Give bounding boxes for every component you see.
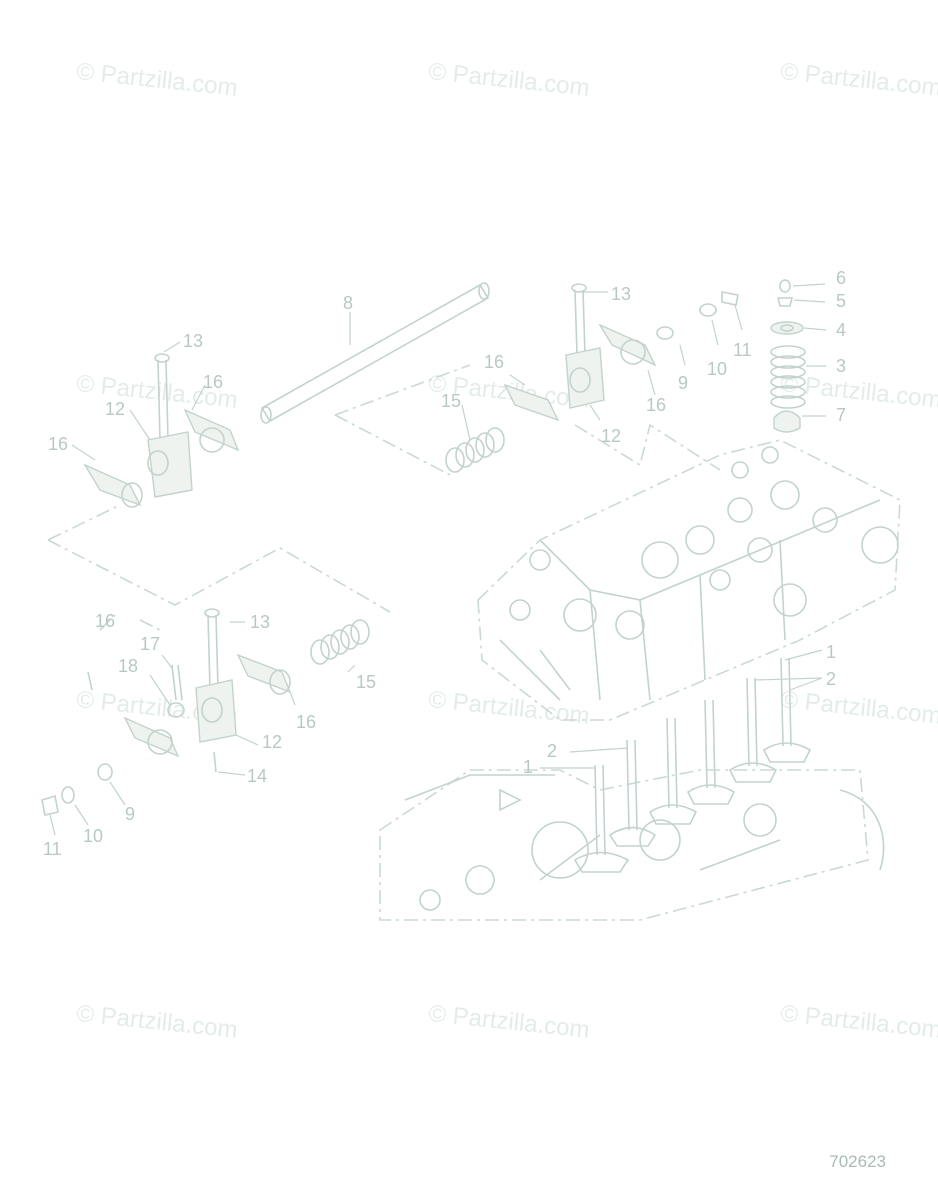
callout-13: 13 bbox=[183, 331, 203, 351]
callout-5: 5 bbox=[836, 291, 846, 311]
callout-numbers: 8 13 16 12 16 13 16 15 12 16 9 10 11 6 5… bbox=[43, 268, 846, 859]
callout-13: 13 bbox=[611, 284, 631, 304]
leader-lines bbox=[49, 283, 827, 836]
callout-18: 18 bbox=[118, 656, 138, 676]
valve-spring-assembly bbox=[770, 279, 806, 433]
callout-12: 12 bbox=[262, 732, 282, 752]
callout-11: 11 bbox=[43, 839, 62, 859]
callout-15: 15 bbox=[441, 391, 461, 411]
rocker-assembly-lower bbox=[41, 608, 370, 816]
callout-12: 12 bbox=[601, 426, 621, 446]
callout-9: 9 bbox=[125, 804, 135, 824]
callout-16: 16 bbox=[484, 352, 504, 372]
callout-12: 12 bbox=[105, 399, 125, 419]
callout-8: 8 bbox=[343, 293, 353, 313]
callout-9: 9 bbox=[678, 373, 688, 393]
callout-14: 14 bbox=[247, 766, 267, 786]
callout-10: 10 bbox=[707, 359, 727, 379]
callout-1: 1 bbox=[523, 757, 533, 777]
diagram-number: 702623 bbox=[829, 1152, 886, 1171]
callout-2: 2 bbox=[826, 669, 836, 689]
callout-13: 13 bbox=[250, 612, 270, 632]
callout-15: 15 bbox=[356, 672, 376, 692]
callout-11: 11 bbox=[733, 340, 752, 360]
callout-16: 16 bbox=[296, 712, 316, 732]
rocker-shaft bbox=[260, 282, 490, 424]
callout-6: 6 bbox=[836, 268, 846, 288]
callout-10: 10 bbox=[83, 826, 103, 846]
callout-16: 16 bbox=[95, 611, 115, 631]
rocker-assembly-right bbox=[334, 283, 739, 476]
cylinder-block bbox=[379, 769, 885, 921]
cylinder-head bbox=[477, 439, 901, 721]
callout-2: 2 bbox=[547, 741, 557, 761]
callout-3: 3 bbox=[836, 356, 846, 376]
valves bbox=[573, 657, 812, 873]
callout-4: 4 bbox=[836, 320, 846, 340]
callout-7: 7 bbox=[836, 405, 846, 425]
callout-16: 16 bbox=[203, 372, 223, 392]
callout-16: 16 bbox=[646, 395, 666, 415]
callout-17: 17 bbox=[140, 634, 160, 654]
rocker-assembly-left bbox=[47, 353, 391, 613]
callout-1: 1 bbox=[826, 642, 836, 662]
callout-16: 16 bbox=[48, 434, 68, 454]
